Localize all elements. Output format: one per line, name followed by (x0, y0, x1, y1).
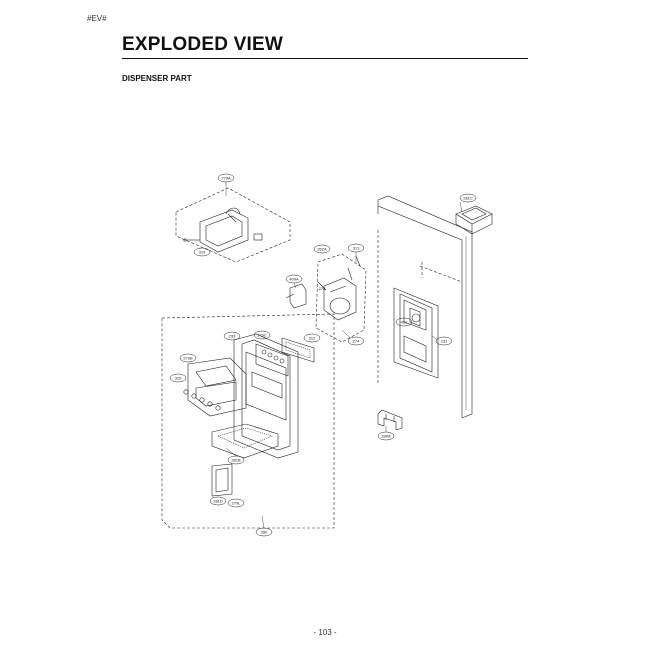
callout-280a: 280A (381, 434, 391, 439)
callout-281c: 281C (463, 196, 473, 201)
lower-panel (211, 463, 233, 497)
callout-409a: 409A (289, 277, 299, 282)
page-number: - 103 - (313, 628, 337, 637)
small-buttons (183, 389, 221, 411)
callout-280: 280 (261, 530, 268, 535)
display-panel (187, 357, 247, 417)
callout-319: 319 (199, 250, 206, 255)
callout-circles (169, 173, 477, 537)
door-panel (377, 195, 473, 419)
callout-281d: 281D (213, 499, 223, 504)
callout-labels: 279A 319 281C 262A 313 409A 279C 233 312… (175, 176, 473, 535)
callout-281b: 281B (231, 458, 241, 463)
upper-assembly-boundary (175, 187, 291, 263)
callout-401: 401 (401, 320, 408, 325)
callout-279l: 279L (232, 501, 242, 506)
callout-233: 233 (229, 334, 236, 339)
lower-assembly-boundary (161, 313, 335, 529)
callout-329: 329 (175, 376, 182, 381)
button-panel (255, 343, 289, 377)
motor-assembly (317, 267, 357, 321)
switch-part (285, 255, 361, 309)
callout-279c: 279C (257, 333, 267, 338)
callout-312: 312 (309, 336, 316, 341)
dispenser-housing (393, 287, 439, 379)
section-title: DISPENSER PART (122, 74, 192, 83)
corner-mark: #EV# (87, 14, 107, 23)
grille-plate (281, 337, 315, 363)
callout-278: 278 (319, 286, 326, 291)
callout-231: 231 (441, 339, 448, 344)
callout-279a: 279A (221, 176, 231, 181)
motor-assembly-boundary (315, 253, 367, 343)
page-title: EXPLODED VIEW (122, 34, 283, 55)
upper-bracket-part (183, 207, 263, 253)
top-right-part (455, 205, 493, 235)
callout-279b: 279B (183, 356, 193, 361)
callout-262a: 262A (317, 247, 327, 252)
title-rule (122, 58, 528, 59)
leader-lines (225, 182, 463, 529)
callout-274: 274 (353, 339, 360, 344)
callout-313: 313 (353, 246, 360, 251)
drip-tray (211, 423, 279, 459)
bottom-right-bracket (377, 409, 403, 431)
